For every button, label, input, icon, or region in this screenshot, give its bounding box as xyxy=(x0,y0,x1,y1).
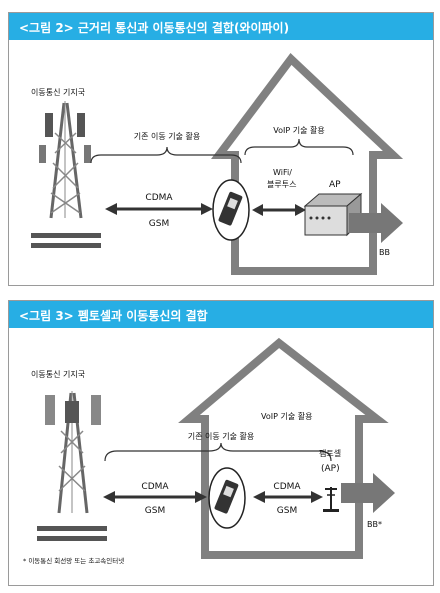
cdma-right-label-2: CDMA xyxy=(273,482,301,492)
figure-title-2: <그림 3> 펨토셀과 이동통신의 결합 xyxy=(19,309,208,323)
femtocell-antenna-icon xyxy=(323,487,339,512)
gsm-right-label-2: GSM xyxy=(277,506,297,516)
bracket-existing-1 xyxy=(90,146,242,164)
femto-label-2: (AP) xyxy=(321,464,340,474)
figure-panel-2: <그림 3> 펨토셀과 이동통신의 결합 이동통신 기지국 VoIP 기술 활용… xyxy=(8,300,434,586)
bracket-voip-1 xyxy=(244,138,354,156)
tower-label-2: 이동통신 기지국 xyxy=(31,369,85,379)
cell-tower-icon xyxy=(37,391,107,541)
double-arrow-icon xyxy=(103,491,207,503)
mobile-phone-icon xyxy=(208,467,246,529)
cdma-left-label-2: CDMA xyxy=(141,482,169,492)
bracket-existing-2 xyxy=(104,442,332,462)
mobile-phone-icon xyxy=(212,179,250,241)
diagram-2: 이동통신 기지국 VoIP 기술 활용 기존 이동 기술 활용 CDMA GSM… xyxy=(23,337,395,565)
ap-label-1: AP xyxy=(329,180,341,190)
cdma-label-1: CDMA xyxy=(145,193,173,203)
wifi-label-1: WiFi/ xyxy=(273,168,292,177)
figure-title-1: <그림 2> 근거리 통신과 이동통신의 결합(와이파이) xyxy=(19,21,290,35)
wifi-label-2: 블루투스 xyxy=(267,179,296,189)
double-arrow-icon xyxy=(105,203,213,215)
broadband-arrow-icon xyxy=(341,473,395,513)
diagram-1: 이동통신 기지국 기존 이동 기술 활용 VoIP 기술 활용 CDMA GSM… xyxy=(31,53,404,275)
figure-title-bar-2: <그림 3> 펨토셀과 이동통신의 결합 xyxy=(9,301,433,328)
voip-label-2: VoIP 기술 활용 xyxy=(261,411,312,421)
bb-label-2: BB* xyxy=(367,520,382,529)
bracket-voip-label-1: VoIP 기술 활용 xyxy=(273,125,324,135)
house-outline-1 xyxy=(211,53,404,275)
bracket-existing-label-2: 기존 이동 기술 활용 xyxy=(188,431,255,441)
double-arrow-icon xyxy=(253,491,323,503)
footnote: * 이동통신 회선망 또는 초고속인터넷 xyxy=(23,556,124,565)
figure-title-bar-1: <그림 2> 근거리 통신과 이동통신의 결합(와이파이) xyxy=(9,13,433,40)
wifi-arrow-icon xyxy=(252,204,306,216)
gsm-left-label-2: GSM xyxy=(145,506,165,516)
house-outline-2 xyxy=(178,337,389,559)
bb-label-1: BB xyxy=(379,248,390,257)
femto-label-1: 펨토셀 xyxy=(319,448,341,458)
figure-panel-1: <그림 2> 근거리 통신과 이동통신의 결합(와이파이) 이동통신 기지국 기… xyxy=(8,12,434,286)
tower-label-1: 이동통신 기지국 xyxy=(31,87,85,97)
gsm-label-1: GSM xyxy=(149,219,169,229)
cell-tower-icon xyxy=(31,101,101,248)
bracket-existing-label-1: 기존 이동 기술 활용 xyxy=(134,131,201,141)
broadband-arrow-icon xyxy=(349,203,403,243)
